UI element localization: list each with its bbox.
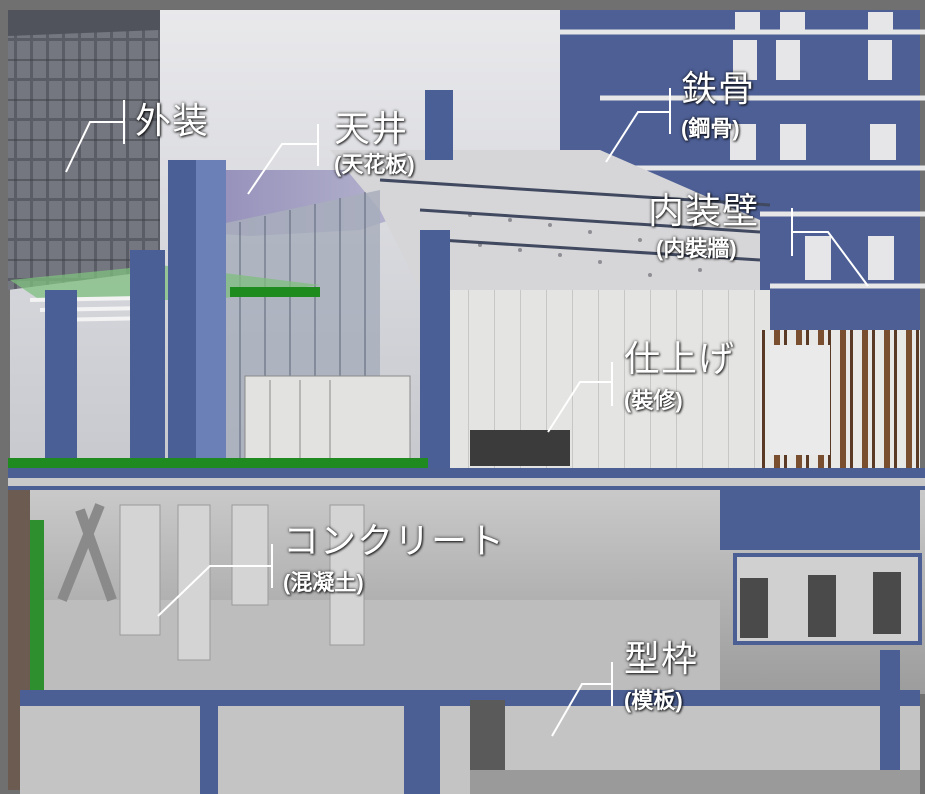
formwork-label: 型枠 (模板) xyxy=(624,642,698,712)
exterior-label: 外装 xyxy=(135,104,209,140)
concrete-label-main: コンクリート xyxy=(283,521,506,562)
interior-wall-label: 内装壁 (内裝牆) xyxy=(648,194,759,260)
formwork-label-sub: (模板) xyxy=(624,688,683,713)
steel-label: 鉄骨 (鋼骨) xyxy=(681,72,755,140)
exterior-leader-line xyxy=(65,100,125,173)
finishing-leader-line xyxy=(547,362,613,433)
interior-wall-label-main: 内装壁 xyxy=(648,191,760,232)
steel-label-sub: (鋼骨) xyxy=(681,116,740,141)
exterior-label-main: 外装 xyxy=(135,101,210,142)
interior-wall-label-sub: (内裝牆) xyxy=(656,236,737,261)
concrete-label-sub: (混凝土) xyxy=(283,570,364,595)
concrete-label: コンクリート (混凝土) xyxy=(283,524,505,594)
steel-label-main: 鉄骨 xyxy=(681,69,756,110)
ceiling-leader-line xyxy=(247,124,319,195)
finishing-label: 仕上げ (裝修) xyxy=(624,342,735,412)
ceiling-label: 天井 (天花板) xyxy=(334,112,415,176)
finishing-label-main: 仕上げ xyxy=(624,339,736,380)
ceiling-label-sub: (天花板) xyxy=(334,152,415,177)
finishing-label-sub: (裝修) xyxy=(624,388,683,413)
formwork-leader-line xyxy=(551,662,613,737)
ceiling-label-main: 天井 xyxy=(334,109,409,150)
interior-wall-leader-line xyxy=(791,208,869,287)
concrete-leader-line xyxy=(157,544,273,617)
formwork-label-main: 型枠 xyxy=(624,639,699,680)
steel-leader-line xyxy=(605,88,671,163)
